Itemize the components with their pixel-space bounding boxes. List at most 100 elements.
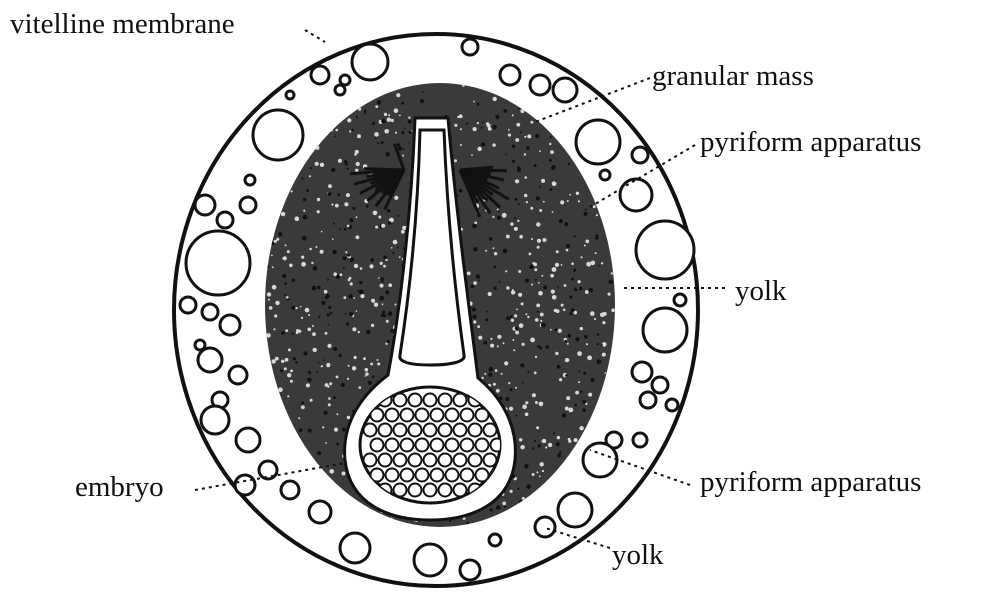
embryo-cell bbox=[431, 469, 444, 482]
granule bbox=[508, 382, 510, 384]
granule bbox=[497, 335, 501, 339]
granule bbox=[519, 438, 522, 441]
granule bbox=[595, 252, 597, 254]
granule bbox=[512, 145, 516, 149]
granule bbox=[280, 369, 283, 372]
granule bbox=[384, 113, 387, 116]
granule bbox=[352, 207, 355, 210]
granule bbox=[514, 198, 517, 201]
granule bbox=[567, 334, 571, 338]
granule bbox=[538, 282, 540, 284]
granule bbox=[454, 159, 457, 162]
granule bbox=[596, 234, 599, 237]
granule bbox=[573, 269, 576, 272]
granule bbox=[363, 357, 366, 360]
granule bbox=[503, 249, 508, 254]
granule bbox=[321, 301, 325, 305]
yolk-droplet bbox=[201, 406, 229, 434]
granule bbox=[535, 134, 539, 138]
granule bbox=[308, 371, 311, 374]
granule bbox=[377, 359, 379, 361]
granule bbox=[597, 333, 600, 336]
yolk-droplet bbox=[620, 179, 652, 211]
yolk-droplet bbox=[643, 308, 687, 352]
granule bbox=[387, 209, 391, 213]
granule bbox=[466, 122, 468, 124]
granule bbox=[543, 238, 547, 242]
granule bbox=[266, 333, 271, 338]
granule bbox=[518, 108, 520, 110]
granule bbox=[481, 142, 485, 146]
yolk-droplet bbox=[335, 85, 345, 95]
granule bbox=[303, 351, 307, 355]
granule bbox=[366, 205, 369, 208]
granule bbox=[488, 292, 492, 296]
granule bbox=[501, 373, 503, 375]
yolk-droplet bbox=[530, 75, 550, 95]
granule bbox=[334, 135, 336, 137]
granule bbox=[481, 377, 483, 379]
granule bbox=[542, 470, 544, 472]
granule bbox=[609, 280, 613, 284]
granule bbox=[484, 373, 486, 375]
granule bbox=[534, 440, 536, 442]
granule bbox=[569, 194, 571, 196]
yolk-droplet bbox=[229, 366, 247, 384]
granule bbox=[354, 356, 357, 359]
granule bbox=[395, 304, 397, 306]
granule bbox=[375, 226, 378, 229]
granule bbox=[578, 200, 580, 202]
granule bbox=[328, 403, 331, 406]
granule bbox=[403, 148, 405, 150]
granule bbox=[336, 443, 339, 446]
granule bbox=[473, 320, 476, 323]
granule bbox=[269, 306, 273, 310]
granule bbox=[271, 255, 273, 257]
granule bbox=[348, 294, 352, 298]
granule bbox=[566, 396, 570, 400]
granule bbox=[571, 278, 574, 281]
granule bbox=[473, 127, 477, 131]
granule bbox=[539, 402, 544, 407]
granule bbox=[473, 247, 478, 252]
granule bbox=[299, 428, 303, 432]
granule bbox=[473, 281, 477, 285]
granule bbox=[321, 365, 323, 367]
granule bbox=[537, 239, 541, 243]
embryo-cell bbox=[394, 424, 407, 437]
filament-ray bbox=[364, 169, 404, 170]
granule bbox=[545, 446, 547, 448]
granule bbox=[515, 415, 517, 417]
granule bbox=[493, 383, 496, 386]
granule bbox=[317, 286, 321, 290]
label-yolk-bottom: yolk bbox=[612, 541, 664, 570]
granule bbox=[556, 309, 560, 313]
embryo-cell bbox=[409, 484, 422, 497]
granule bbox=[506, 235, 510, 239]
embryo-cell bbox=[416, 469, 429, 482]
granule bbox=[512, 114, 514, 116]
granule bbox=[356, 310, 358, 312]
granule bbox=[282, 274, 286, 278]
yolk-droplet bbox=[535, 517, 555, 537]
yolk-droplet bbox=[489, 534, 501, 546]
granule bbox=[605, 372, 607, 374]
granule bbox=[300, 306, 302, 308]
granule bbox=[312, 325, 314, 327]
embryo-cell bbox=[379, 454, 392, 467]
granule bbox=[320, 163, 324, 167]
granule bbox=[327, 279, 329, 281]
yolk-droplet bbox=[186, 231, 250, 295]
granule bbox=[408, 120, 412, 124]
granule bbox=[343, 267, 345, 269]
yolk-droplet bbox=[352, 44, 388, 80]
granule bbox=[267, 292, 271, 296]
granule bbox=[502, 213, 507, 218]
granule bbox=[336, 376, 339, 379]
yolk-droplet bbox=[632, 147, 648, 163]
embryo-cell bbox=[469, 424, 482, 437]
granule bbox=[356, 216, 358, 218]
granule bbox=[510, 315, 513, 318]
granule bbox=[552, 181, 557, 186]
granule bbox=[385, 343, 387, 345]
